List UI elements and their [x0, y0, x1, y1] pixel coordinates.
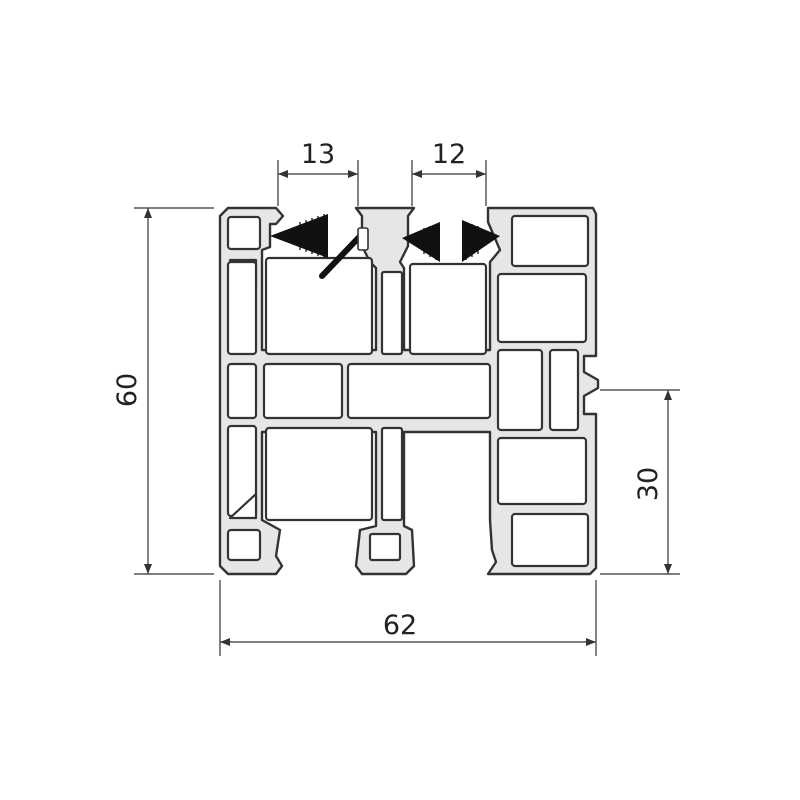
- dimension-60-label: 60: [112, 373, 143, 407]
- chamber-right-bottom: [510, 512, 590, 568]
- dimension-13: 13: [277, 139, 359, 206]
- chamber-right-middle-a: [496, 348, 544, 432]
- dimension-30-label: 30: [633, 467, 664, 501]
- chamber-lower-left-cavity: [264, 426, 374, 522]
- dimension-12-label: 12: [432, 139, 466, 170]
- chamber-right-top: [510, 214, 590, 268]
- brush-gasket-left: [270, 214, 328, 258]
- chamber-lower-center-slot: [380, 426, 404, 522]
- dimension-60: 60: [112, 207, 214, 575]
- dimension-13-label: 13: [301, 139, 335, 170]
- dimension-62-label: 62: [383, 610, 417, 641]
- chamber-left-triangle-lower: [228, 492, 258, 520]
- brush-gasket-right: [462, 220, 500, 262]
- chamber-beam-center: [346, 362, 492, 420]
- chamber-left-middle: [226, 362, 258, 420]
- chamber-right-middle-b: [548, 348, 580, 432]
- chamber-left-bottom: [226, 528, 262, 562]
- chamber-right-lower: [496, 436, 588, 506]
- chamber-upper-left-cavity: [264, 256, 374, 356]
- chamber-beam-left: [262, 362, 344, 420]
- chamber-right-upper: [496, 272, 588, 344]
- dimension-62: 62: [219, 580, 597, 656]
- brush-gasket-center: [402, 222, 440, 262]
- glazing-bead-lever: [319, 227, 369, 279]
- dimension-30: 30: [600, 389, 680, 575]
- chamber-left-top: [226, 215, 262, 251]
- dimension-12: 12: [411, 139, 487, 206]
- chamber-left-upper: [226, 260, 258, 356]
- chamber-upper-center-slot: [380, 270, 404, 356]
- chamber-upper-right-cavity: [408, 262, 488, 356]
- chamber-lower-center-foot: [368, 532, 402, 562]
